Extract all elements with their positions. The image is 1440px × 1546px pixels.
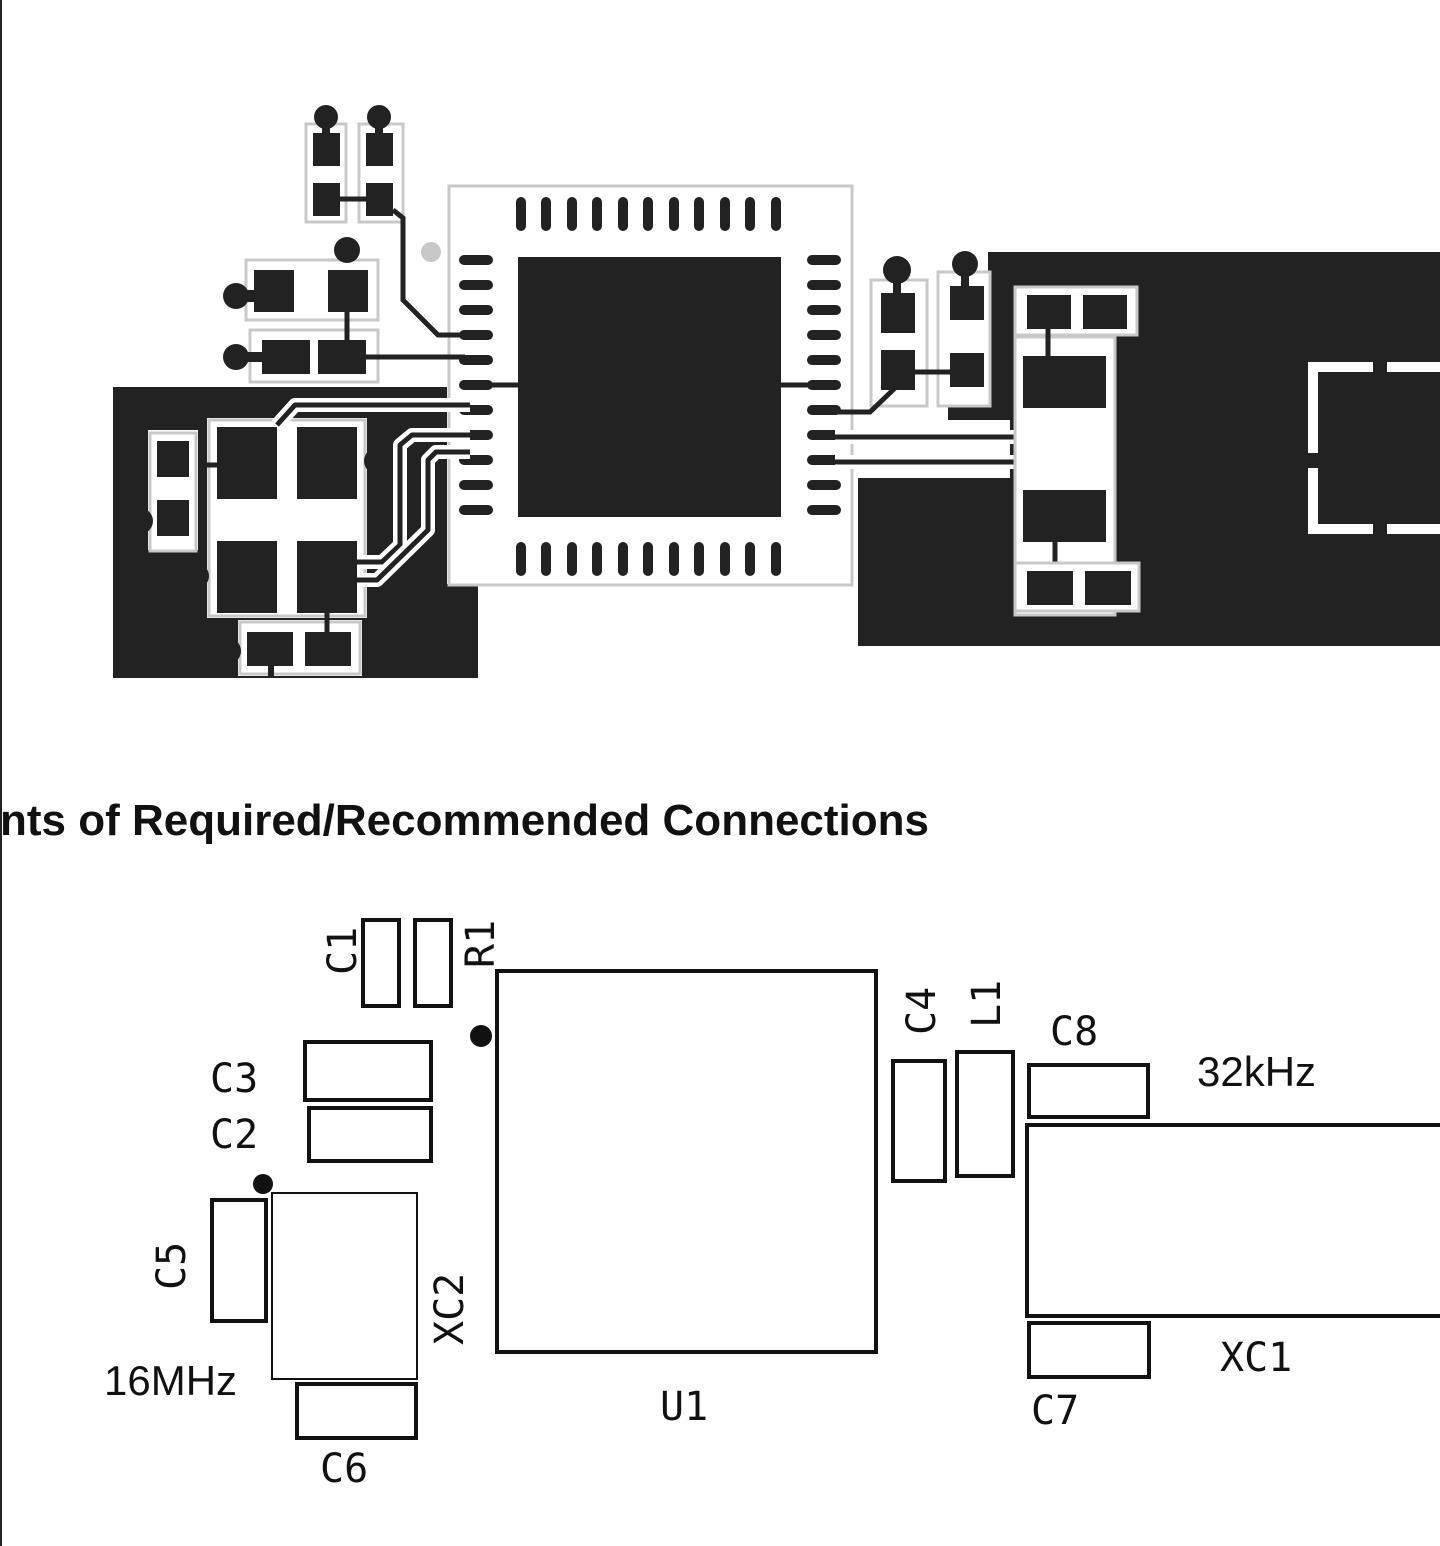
u1-top-pins (516, 197, 781, 231)
keepout-right (1308, 362, 1440, 534)
xc2-outline (271, 1192, 418, 1380)
u1-outline-silk (495, 969, 878, 1354)
c8-outline (1027, 1063, 1150, 1119)
label-c4: C4 (899, 987, 945, 1035)
xc1-outline (1025, 1123, 1440, 1318)
r1-outline (413, 918, 453, 1008)
section-heading: nts of Required/Recommended Connections (0, 796, 929, 845)
c6-footprint (215, 613, 362, 678)
label-c2: C2 (210, 1112, 258, 1158)
label-xc1: XC1 (1220, 1335, 1292, 1381)
label-c8: C8 (1050, 1009, 1098, 1055)
label-l1: L1 (964, 980, 1010, 1028)
c2-outline (307, 1106, 433, 1163)
label-c3: C3 (210, 1056, 258, 1102)
page-left-rule (0, 0, 2, 1546)
c3-c2-footprints (223, 237, 380, 384)
c4-l1-footprints (869, 251, 992, 408)
c5-outline (210, 1198, 268, 1323)
label-c1: C1 (320, 927, 366, 975)
u1-exposed-pad (518, 257, 781, 517)
c1-r1-footprints (304, 105, 405, 224)
xc1-c7-c8-footprints (1013, 285, 1169, 617)
traces-xc2 (205, 398, 470, 587)
label-r1: R1 (458, 920, 504, 968)
u1-pin1-dot (470, 1025, 492, 1047)
label-c7: C7 (1031, 1388, 1079, 1434)
c1-outline (361, 918, 401, 1008)
ground-pour-right (858, 252, 1440, 646)
label-xc1-freq: 32kHz (1197, 1048, 1316, 1095)
traces-left (366, 208, 520, 388)
xc2-pin1-dot (253, 1174, 273, 1194)
c4-outline (891, 1059, 947, 1183)
silkscreen-layout: C1 R1 C5 XC2 C4 L1 C3 C2 C6 U1 C8 C7 XC1… (104, 918, 1440, 1492)
label-u1: U1 (660, 1384, 708, 1430)
c6-outline (295, 1382, 418, 1440)
label-c5: C5 (149, 1242, 195, 1290)
c7-outline (1027, 1321, 1151, 1379)
pcb-copper-layout (113, 105, 1440, 678)
label-xc2-freq: 16MHz (104, 1357, 237, 1404)
c3-outline (303, 1040, 433, 1102)
u1-bottom-pins (516, 542, 781, 576)
l1-outline (955, 1050, 1015, 1178)
label-c6: C6 (320, 1446, 368, 1492)
u1-pin1-marker (421, 242, 441, 262)
u1-right-pins (807, 255, 841, 515)
label-xc2: XC2 (427, 1273, 473, 1345)
c5-footprint (127, 431, 198, 553)
